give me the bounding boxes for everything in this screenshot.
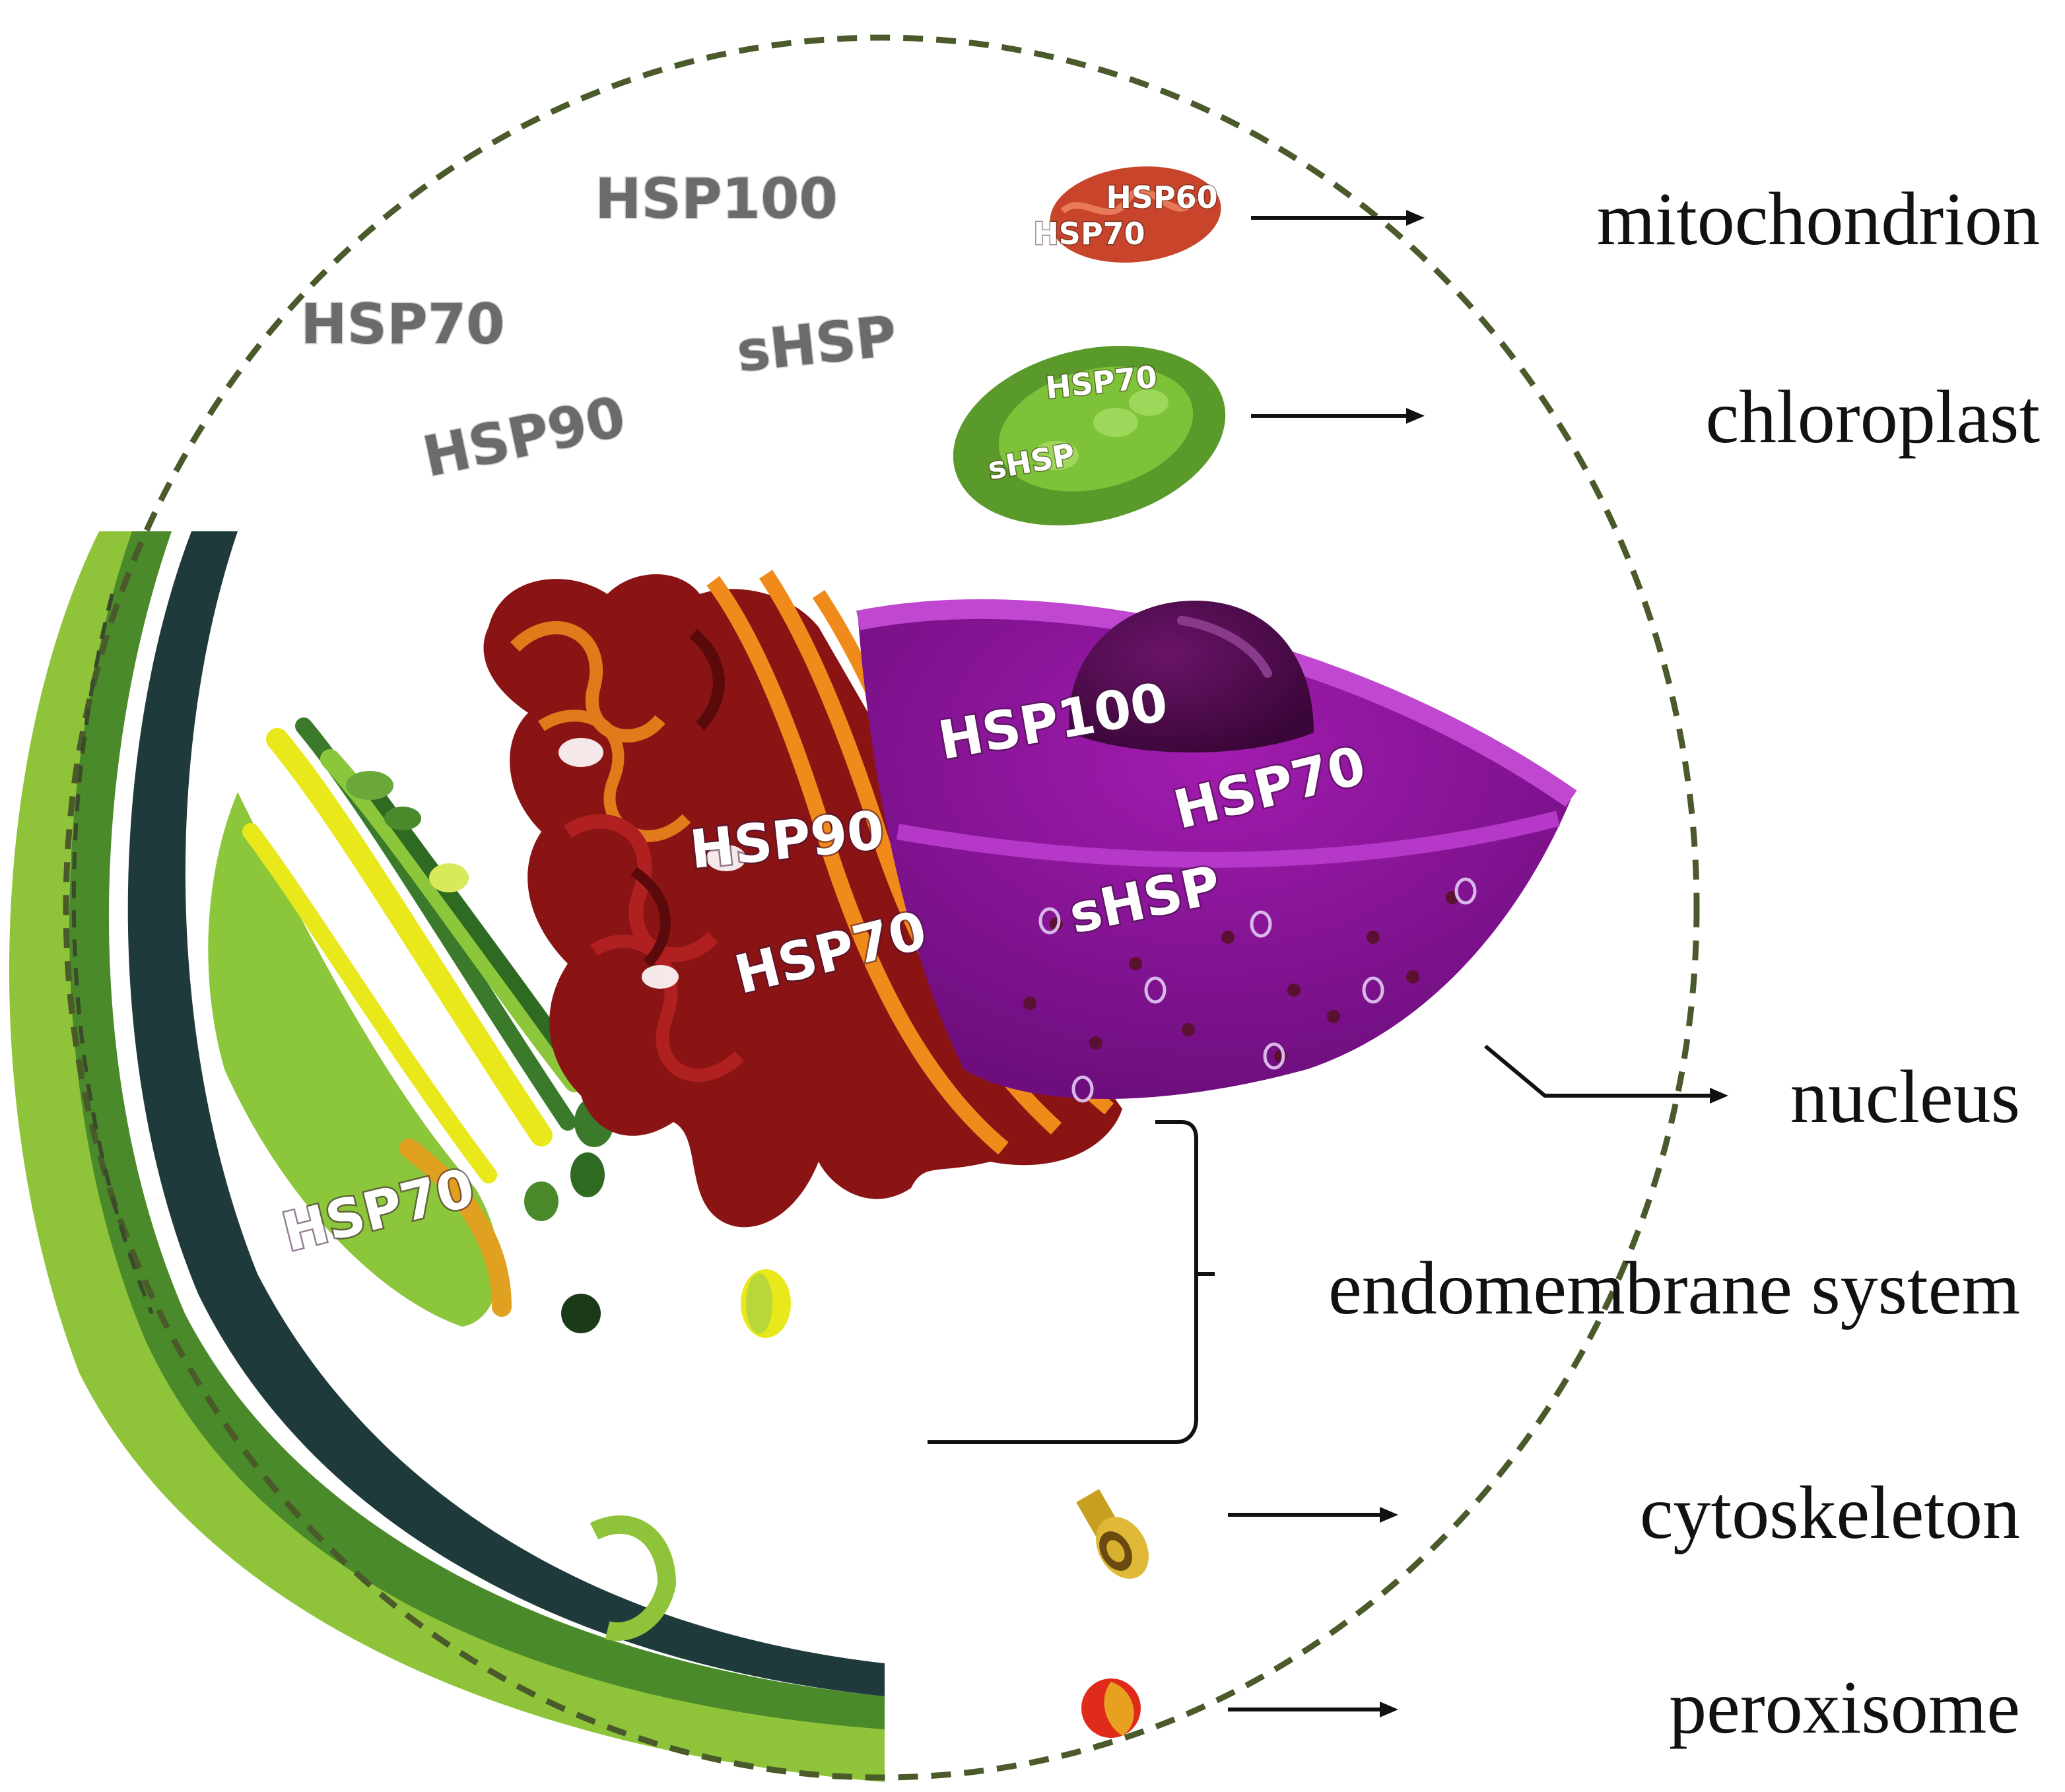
mito-hsp70-label: HSP70 <box>1033 216 1145 251</box>
inner-dashed-line <box>71 593 154 1315</box>
cytoskeleton-organelle <box>1076 1489 1149 1579</box>
nucleus-arrowhead <box>1710 1088 1728 1104</box>
cell-membrane-outline <box>63 34 1700 1781</box>
pointer-lines <box>928 210 1728 1717</box>
mito-hsp60-label: HSP60 <box>1106 180 1217 215</box>
mitochondrion-arrowhead <box>1406 210 1425 226</box>
nucleus-label: nucleus <box>1790 1055 2020 1139</box>
peroxisome-organelle <box>1081 1678 1141 1738</box>
cytoskeleton-arrowhead <box>1380 1507 1398 1523</box>
cytoplasm-shsp-label: sHSP <box>733 304 899 385</box>
golgi-apparatus <box>208 717 791 1338</box>
endomembrane-system-label: endomembrane system <box>1328 1246 2020 1330</box>
peroxisome-arrowhead <box>1380 1702 1398 1717</box>
cytoplasm-hsp90-label: HSP90 <box>418 384 631 490</box>
cytoplasm-hsp70-label: HSP70 <box>300 292 504 356</box>
nucleus-pointer <box>1484 1044 1723 1098</box>
cytoskeleton-label: cytoskeleton <box>1640 1471 2020 1554</box>
nucleolus <box>1069 601 1314 752</box>
cytoplasm-hsp100-label: HSP100 <box>595 166 838 231</box>
cell-wall <box>9 531 885 1782</box>
chloroplast-organelle: HSP70 sHSP <box>953 346 1226 525</box>
peroxisome-label: peroxisome <box>1669 1665 2020 1749</box>
mitochondrion-label: mitochondrion <box>1597 177 2040 261</box>
chloroplast-label: chloroplast <box>1705 375 2040 459</box>
endomembrane-bracket <box>928 1120 1198 1444</box>
chloroplast-arrowhead <box>1406 408 1425 424</box>
mitochondrion-organelle: HSP60 HSP70 <box>1032 166 1221 263</box>
